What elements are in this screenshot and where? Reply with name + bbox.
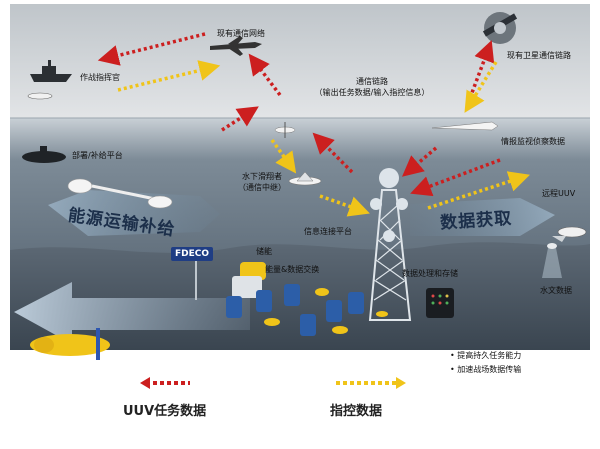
legend-mission-label: UUV任务数据 [123,404,207,419]
note-item: • 加速战场数据传输 [450,365,522,374]
submarine-icon [22,146,66,163]
yellow-uuv-icon [30,328,110,360]
remote-uuv-label: 远程UUV [542,189,576,198]
charging-module-icon [232,262,266,298]
command-ship-icon [30,60,72,82]
key-benefits-notes: • 提高持久任务能力 • 加速战场数据传输 [450,349,521,377]
surface-glider-icon [274,122,296,138]
hydro-sensor-icon [542,243,562,278]
existing-network-label: 现有通信网络 [217,29,265,38]
hydro-data-label: 水文数据 [540,286,572,295]
surface-uuv-right-icon [431,121,499,131]
charging-label: 储能 [256,247,272,256]
comm-link-sub-label: （输出任务数据/输入指控信息） [314,88,430,97]
legend-command-swatch [336,377,406,389]
fdeco-sign [171,247,213,300]
docking-stations-icon [226,284,388,336]
data-storage-icon [426,288,454,318]
data-acquisition-arrow [410,198,555,236]
satellite-icon [482,12,518,44]
underwater-glider-icon [288,171,322,186]
info-platform-label: 信息连接平台 [304,227,352,236]
supply-uuv-icon [67,178,173,209]
big-supply-arrow [14,282,250,344]
intel-data-label: 情报监视侦察数据 [501,137,565,146]
fdeco-sign-label: FDECO [174,249,210,259]
remote-uuv-icon [552,226,587,242]
data-acquisition-title: 数据获取 [439,208,513,234]
small-boat-icon [27,92,53,100]
glider-sub-label: （通信中继） [238,183,286,192]
energy-supply-arrow [48,190,220,236]
comm-link-label: 通信链路 [356,77,388,86]
legend-mission-swatch [140,377,190,389]
data-processing-label: 数据处理和存储 [402,269,458,278]
legend-command-label: 指控数据 [330,404,383,419]
energy-data-exchange-label: 能量&数据交换 [265,265,320,274]
command-data-arrows [117,60,530,217]
aircraft-icon [210,36,262,56]
glider-label: 水下滑翔者 [242,172,282,181]
satellite-link-label: 现有卫星通信链路 [507,51,571,60]
relay-tower-icon [368,168,412,321]
deploy-platform-label: 部署/补给平台 [72,151,123,160]
note-item: • 提高持久任务能力 [450,351,522,360]
command-ship-label: 作战指挥官 [80,73,120,82]
